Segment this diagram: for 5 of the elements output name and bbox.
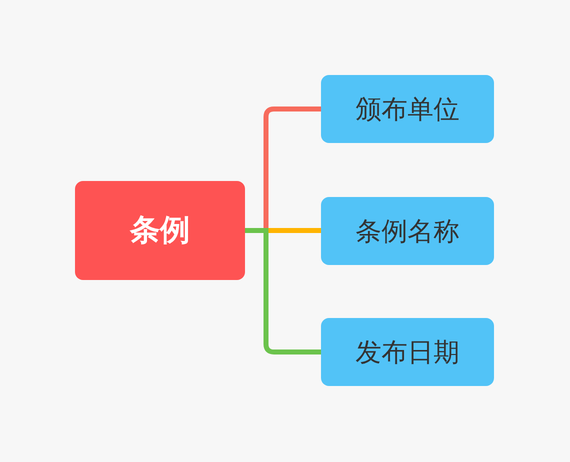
connector-line (245, 228, 321, 354)
subtopic-box: 颁布单位 (321, 75, 494, 143)
subtopic-box: 发布日期 (321, 318, 494, 386)
topic-box: 条例 (75, 181, 245, 280)
subtopic-box: 条例名称 (321, 197, 494, 265)
